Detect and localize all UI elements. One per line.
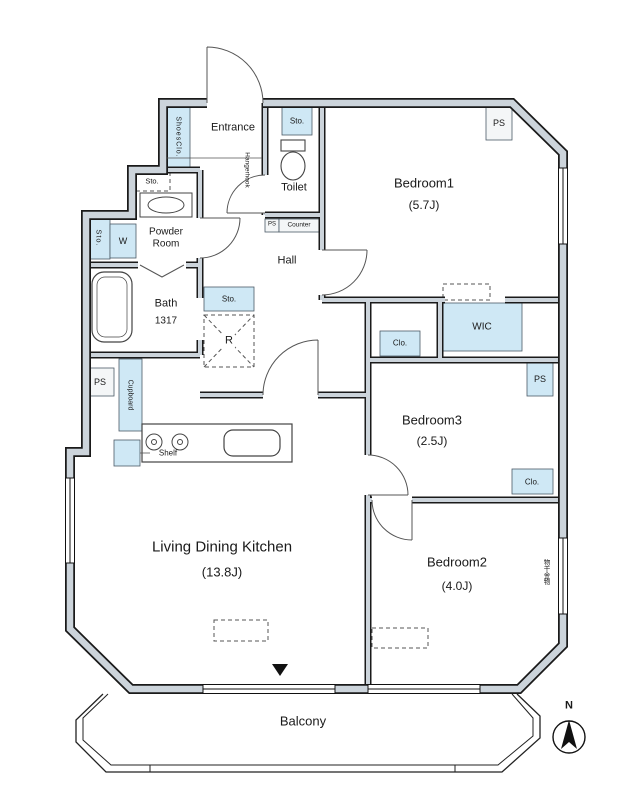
storage-areas [87, 105, 554, 495]
bedroom2-label: Bedroom2 [427, 554, 487, 570]
bedroom1-size: (5.7J) [408, 198, 440, 213]
refrigerator-label: R [223, 334, 235, 348]
bedroom3-size: (2.5J) [416, 434, 448, 449]
entry-direction-marker [272, 664, 288, 676]
interior-walls [86, 103, 563, 689]
closet-label: Clo. [392, 338, 408, 348]
toilet-label: Toilet [281, 181, 307, 194]
laundry-fixture-label: 物干金物 [542, 559, 549, 585]
storage-label: Sto. [94, 229, 104, 247]
shelf-label: Shelf [158, 448, 178, 458]
storage-label: Sto. [221, 294, 237, 304]
storage-label: Sto. [289, 116, 305, 126]
balcony-rail [75, 693, 541, 773]
balcony-label: Balcony [279, 713, 327, 729]
washer-label: W [118, 235, 128, 246]
bathtub-icon [91, 271, 133, 343]
bath-label: Bath [154, 297, 178, 310]
pipe-space-label: PS [267, 221, 277, 228]
door-swings [139, 46, 413, 541]
closet-label: Clo. [524, 477, 540, 487]
bedroom1-label: Bedroom1 [394, 175, 454, 191]
counter-label: Counter [287, 221, 311, 229]
hanger-hook-label: Hangerhook [243, 152, 251, 188]
compass-icon [552, 720, 586, 754]
wic-label: WIC [472, 321, 492, 333]
bath-size: 1317 [154, 315, 178, 327]
north-label: N [565, 699, 573, 712]
ldk-label: Living Dining Kitchen [151, 538, 293, 556]
powder-room-label: Powder Room [149, 226, 183, 250]
hall-label: Hall [277, 254, 297, 267]
outer-walls [65, 98, 568, 694]
bedroom2-size: (4.0J) [441, 579, 473, 594]
storage-label: Sto. [145, 176, 159, 186]
toilet-icon [280, 139, 306, 181]
kitchen-counter-icon [141, 423, 293, 463]
shoes-closet-label: ShoesClo. [174, 116, 182, 158]
washbasin-icon [139, 192, 193, 218]
pipe-space-label: PS [492, 117, 506, 128]
bedroom3-label: Bedroom3 [402, 412, 462, 428]
pipe-space-label: PS [533, 373, 547, 384]
cupboard-label: Cupboard [126, 379, 134, 411]
ldk-size: (13.8J) [201, 564, 243, 580]
pipe-space-label: PS [93, 376, 107, 387]
entrance-label: Entrance [210, 121, 256, 134]
windows [65, 167, 568, 694]
